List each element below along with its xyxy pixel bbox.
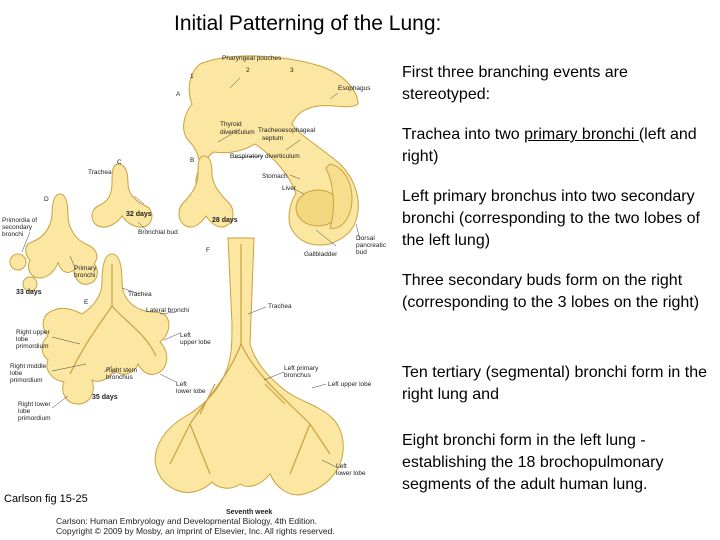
label-trachea-c: Trachea [88,169,112,176]
label-diverticulum: diverticulum [220,129,255,136]
label-left-upper-lobe-e-2: upper lobe [180,339,211,346]
copyright-line: Carlson: Human Embryology and Developmen… [56,516,318,526]
bullet-text: Three secondary buds form on the right (… [402,272,700,311]
bullet-text: First three branching events are stereot… [402,64,628,103]
panel-letter-b: B [190,157,194,164]
label-35-days: 35 days [92,394,118,401]
label-bud: bud [356,249,367,256]
label-respiratory-diverticulum: Respiratory diverticulum [230,153,300,160]
label-left-primary-1: Left primary [284,365,319,372]
diagram-d [25,193,98,285]
bullet-item: Trachea into two primary bronchi (left a… [402,124,714,168]
label-trachea-f: Trachea [268,303,292,310]
label-num2: 2 [246,67,250,74]
label-num1: 1 [190,73,194,80]
diagram-f [154,237,344,496]
label-septum: septum [262,135,283,142]
label-28-days: 28 days [212,217,238,224]
label-gallbladder: Gallbladder [304,251,338,258]
label-left-upper-lobe-f: Left upper lobe [328,381,372,388]
label-right-lower-1: Right lower [18,401,51,408]
label-right-upper-1: Right upper [16,329,50,336]
bullet-text-post: (left and right) [402,126,697,165]
panel-letter-f: F [206,247,210,254]
figure-credit: Carlson fig 15-25 [4,493,88,505]
lung-development-figure: A B C D E F Pharyngeal pouches 1 2 3 Eso… [2,55,387,516]
label-esophagus: Esophagus [338,85,371,92]
label-primary-2: bronchi [74,272,95,279]
label-left-primary-2: bronchus [284,372,311,379]
label-left-lower-e-1: Left [176,381,187,388]
label-left-lower-f-2: lower lobe [336,470,366,477]
bullet-text-pre: Trachea into two [402,126,525,143]
label-right-lower-2: lobe [18,408,31,415]
label-right-middle-2: lobe [10,370,23,377]
label-primordia-3: bronchi [2,231,23,238]
label-pharyngeal-pouches: Pharyngeal pouches [222,55,282,62]
bullet-text: Ten tertiary (segmental) bronchi form in… [402,364,708,403]
label-32-days: 32 days [126,211,152,218]
bullet-text: Eight bronchi form in the left lung - es… [402,432,664,493]
diagram-b [178,155,234,228]
label-lateral-bronchi: Lateral bronchi [146,307,189,314]
panel-letter-a: A [176,91,181,98]
label-primordia-1: Primordia of [2,217,37,224]
panel-letter-e: E [84,299,89,306]
diagram-e [41,253,170,405]
label-tracheoesophageal: Tracheoesophageal [258,127,316,134]
label-seventh-week: Seventh week [226,509,272,516]
label-left-lower-e-2: lower lobe [176,388,206,395]
label-num3: 3 [290,67,294,74]
label-right-upper-3: primordium [16,343,49,350]
bronchial-tree-lines [69,244,331,475]
bullet-item: Three secondary buds form on the right (… [402,270,714,314]
label-pancreatic: pancreatic [356,242,387,249]
label-left-lower-f-1: Left [336,463,347,470]
label-bronchial-bud: Bronchial bud [138,229,178,236]
bullet-text: Left primary bronchus into two secondary… [402,188,700,249]
label-33-days: 33 days [16,289,42,296]
bullet-text-underlined: primary bronchi [524,126,639,143]
label-right-middle-1: Right middle [10,363,47,370]
bullet-item: Left primary bronchus into two secondary… [402,186,714,252]
label-right-stem-1: Right stem [106,367,137,374]
bullet-item: First three branching events are stereot… [402,62,714,106]
label-primordia-2: secondary [2,224,33,231]
copyright-line: Copyright © 2009 by Mosby, an imprint of… [56,526,335,536]
diagram-c [91,163,153,228]
label-right-middle-3: primordium [10,377,43,384]
label-stomach: Stomach [262,173,288,180]
label-primary-1: Primary [74,265,97,272]
copyright-notice: Carlson: Human Embryology and Developmen… [56,516,335,536]
label-right-lower-3: primordium [18,415,51,422]
label-right-stem-2: bronchus [106,374,133,381]
slide-title: Initial Patterning of the Lung: [174,12,442,35]
panel-letter-d: D [44,196,49,203]
leader-lines [21,77,361,468]
bud-shape [22,276,38,292]
label-left-upper-lobe-e-1: Left [180,332,191,339]
bullet-item: Ten tertiary (segmental) bronchi form in… [402,362,714,406]
label-right-upper-2: lobe [16,336,29,343]
label-liver: Liver [282,185,297,192]
label-trachea-e: Trachea [128,291,152,298]
label-thyroid: Thyroid [220,121,242,128]
stomach-shape [325,163,353,229]
bullet-item: Eight bronchi form in the left lung - es… [402,430,714,496]
bud-shape [9,253,27,271]
panel-letter-c: C [117,159,122,166]
label-dorsal: Dorsal [356,235,375,242]
